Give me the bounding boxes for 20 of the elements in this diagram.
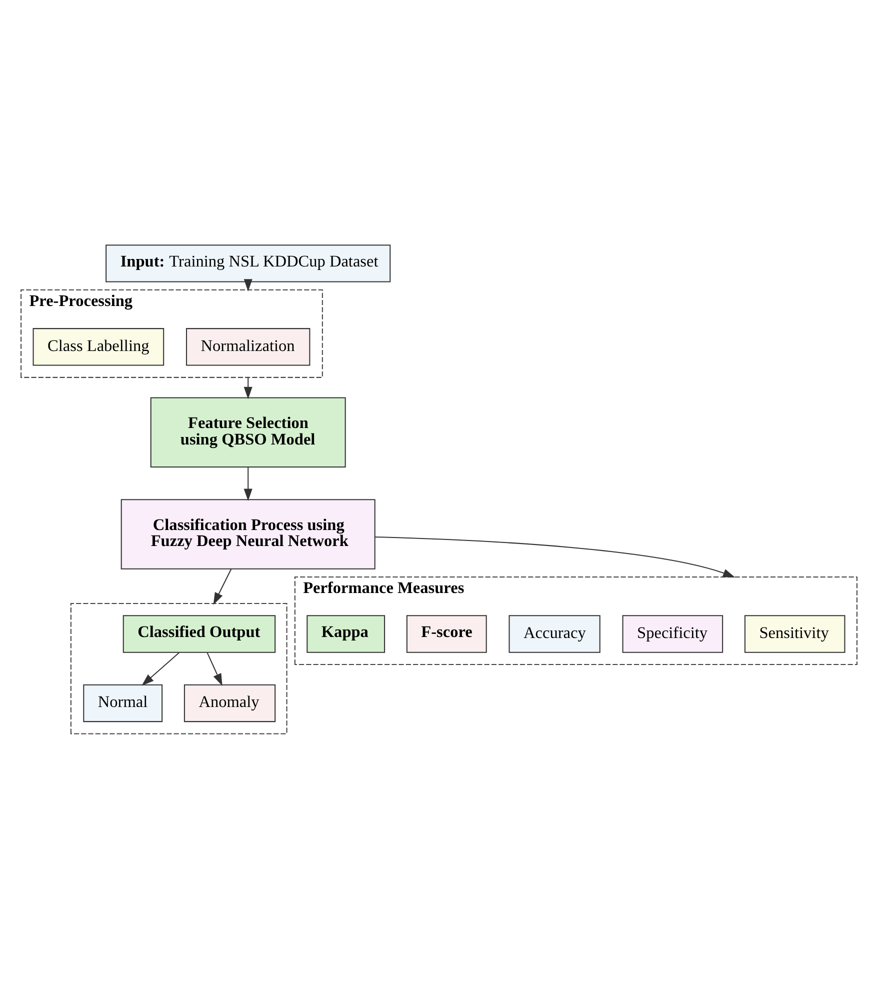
node-box: Specificity	[622, 614, 724, 652]
arrow	[142, 652, 180, 686]
node-box: Sensitivity	[744, 614, 846, 652]
node-box: Classified Output	[122, 614, 276, 652]
arrow	[244, 466, 252, 500]
node-box: Kappa	[306, 614, 386, 652]
arrow	[244, 376, 252, 399]
node-box: F-score	[406, 614, 487, 652]
arrow	[375, 536, 736, 578]
node-box: Anomaly	[184, 684, 276, 722]
node-box: Feature Selection using QBSO Model	[150, 396, 346, 468]
cluster	[70, 602, 288, 734]
node-box: Class Labelling	[32, 328, 164, 366]
node-box: Normal	[83, 684, 163, 722]
arrow	[206, 652, 222, 686]
arrow	[244, 278, 252, 291]
node-box: Normalization	[186, 328, 310, 366]
node-box: Classification Process using Fuzzy Deep Neural Network	[120, 498, 376, 569]
arrow	[213, 568, 232, 604]
node-box: Accuracy	[508, 614, 600, 652]
